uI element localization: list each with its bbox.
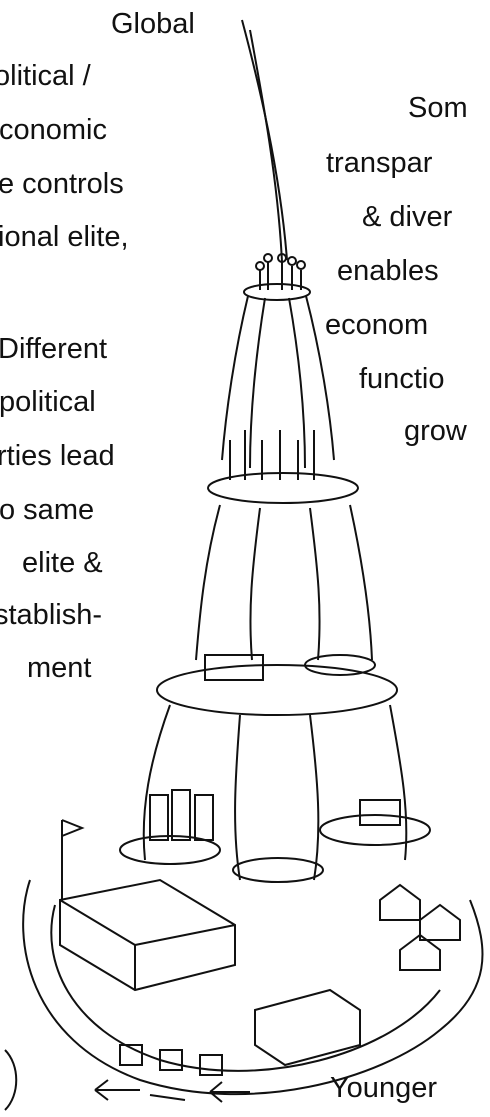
footer-text: Younger	[330, 1070, 437, 1106]
